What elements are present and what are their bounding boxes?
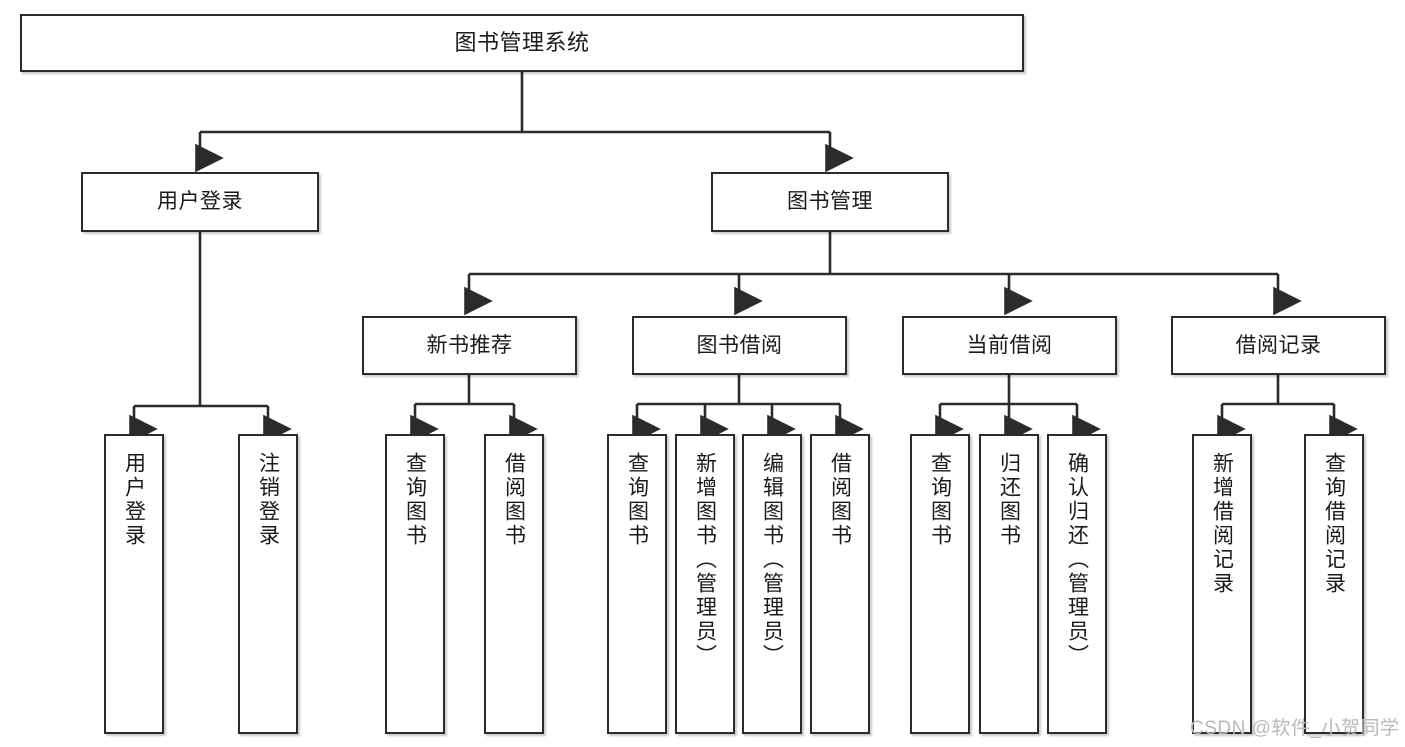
node-label: 图书管理 — [787, 190, 873, 214]
node-label: 新增借阅记录 — [1210, 452, 1234, 596]
node-user-login[interactable]: 用户登录 — [81, 172, 319, 232]
leaf-logout[interactable]: 注销登录 — [238, 434, 298, 734]
leaf-edit-book-admin[interactable]: 编辑图书（管理员） — [742, 434, 802, 734]
node-label: 新书推荐 — [426, 333, 513, 357]
node-label: 查询借阅记录 — [1322, 452, 1346, 596]
node-book-management[interactable]: 图书管理 — [711, 172, 949, 232]
node-label: 注销登录 — [256, 452, 280, 548]
leaf-add-book-admin[interactable]: 新增图书（管理员） — [675, 434, 735, 734]
node-label: 图书管理系统 — [454, 29, 590, 55]
node-label: 用户登录 — [122, 452, 146, 548]
node-label: 归还图书 — [997, 452, 1021, 548]
leaf-query-book-3[interactable]: 查询图书 — [910, 434, 970, 734]
leaf-user-login[interactable]: 用户登录 — [104, 434, 164, 734]
csdn-watermark: CSDN @软件_小贺同学 — [1190, 718, 1400, 739]
node-label: 查询图书 — [928, 452, 952, 548]
node-label: 用户登录 — [157, 190, 243, 214]
node-label: 确认归还（管理员） — [1065, 452, 1089, 668]
leaf-borrow-book-1[interactable]: 借阅图书 — [484, 434, 544, 734]
leaf-query-borrow-record[interactable]: 查询借阅记录 — [1304, 434, 1364, 734]
leaf-confirm-return-admin[interactable]: 确认归还（管理员） — [1047, 434, 1107, 734]
node-label: 借阅图书 — [502, 452, 526, 548]
node-label: 图书借阅 — [696, 333, 783, 357]
leaf-query-book-1[interactable]: 查询图书 — [385, 434, 445, 734]
node-label: 编辑图书（管理员） — [760, 452, 784, 668]
node-label: 借阅图书 — [828, 452, 852, 548]
node-borrowing-record[interactable]: 借阅记录 — [1171, 316, 1386, 375]
node-book-borrowing[interactable]: 图书借阅 — [632, 316, 847, 375]
node-root-book-management-system[interactable]: 图书管理系统 — [20, 14, 1024, 72]
node-label: 查询图书 — [625, 452, 649, 548]
node-label: 当前借阅 — [966, 333, 1053, 357]
leaf-return-book[interactable]: 归还图书 — [979, 434, 1039, 734]
leaf-add-borrow-record[interactable]: 新增借阅记录 — [1192, 434, 1252, 734]
node-current-borrowing[interactable]: 当前借阅 — [902, 316, 1117, 375]
leaf-query-book-2[interactable]: 查询图书 — [607, 434, 667, 734]
leaf-borrow-book-2[interactable]: 借阅图书 — [810, 434, 870, 734]
node-label: 借阅记录 — [1235, 333, 1322, 357]
node-new-book-recommendation[interactable]: 新书推荐 — [362, 316, 577, 375]
node-label: 查询图书 — [403, 452, 427, 548]
node-label: 新增图书（管理员） — [693, 452, 717, 668]
